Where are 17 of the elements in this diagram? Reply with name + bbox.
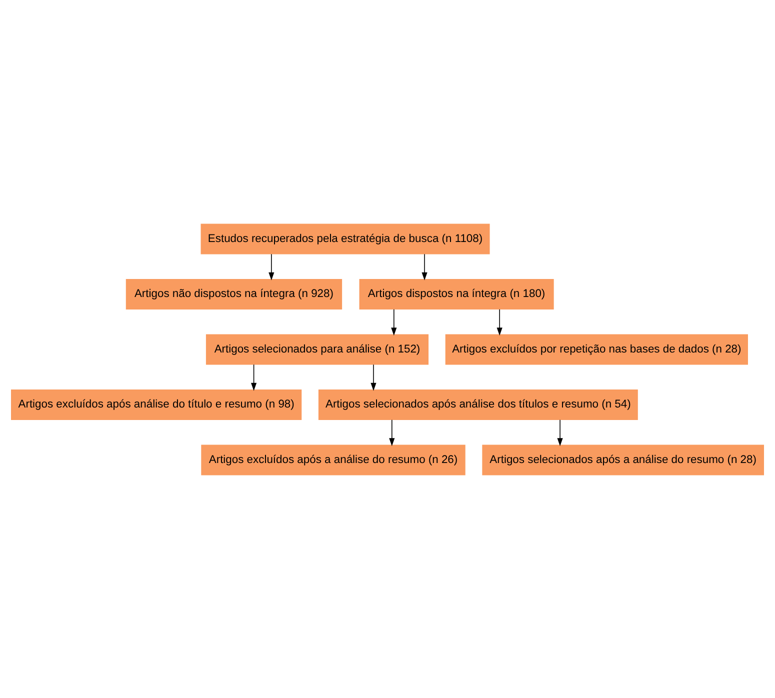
node-box: Artigos excluídos por repetição nas bases de dados (n 28)	[445, 334, 748, 364]
node-box: Artigos selecionados para análise (n 152)	[206, 334, 429, 364]
node-box: Estudos recuperados pela estratégia de busca (n 1108)	[200, 223, 490, 254]
node-box: Artigos excluídos após a análise do resumo (n 26)	[201, 444, 466, 475]
arrow	[391, 308, 397, 336]
node-box: Artigos excluídos após análise do título e resumo (n 98)	[11, 389, 302, 420]
arrow	[268, 253, 274, 280]
arrow	[251, 364, 257, 390]
node-box: Artigos não dispostos na íntegra (n 928)	[126, 278, 342, 309]
arrow	[422, 253, 428, 280]
arrow	[389, 418, 395, 446]
arrow	[557, 418, 563, 446]
node-box: Artigos selecionados após a análise do resumo (n 28)	[482, 444, 764, 475]
arrow	[370, 364, 376, 390]
node-box: Artigos dispostos na íntegra (n 180)	[359, 278, 554, 309]
node-box: Artigos selecionados após análise dos títulos e resumo (n 54)	[318, 389, 638, 420]
arrow	[496, 308, 502, 336]
